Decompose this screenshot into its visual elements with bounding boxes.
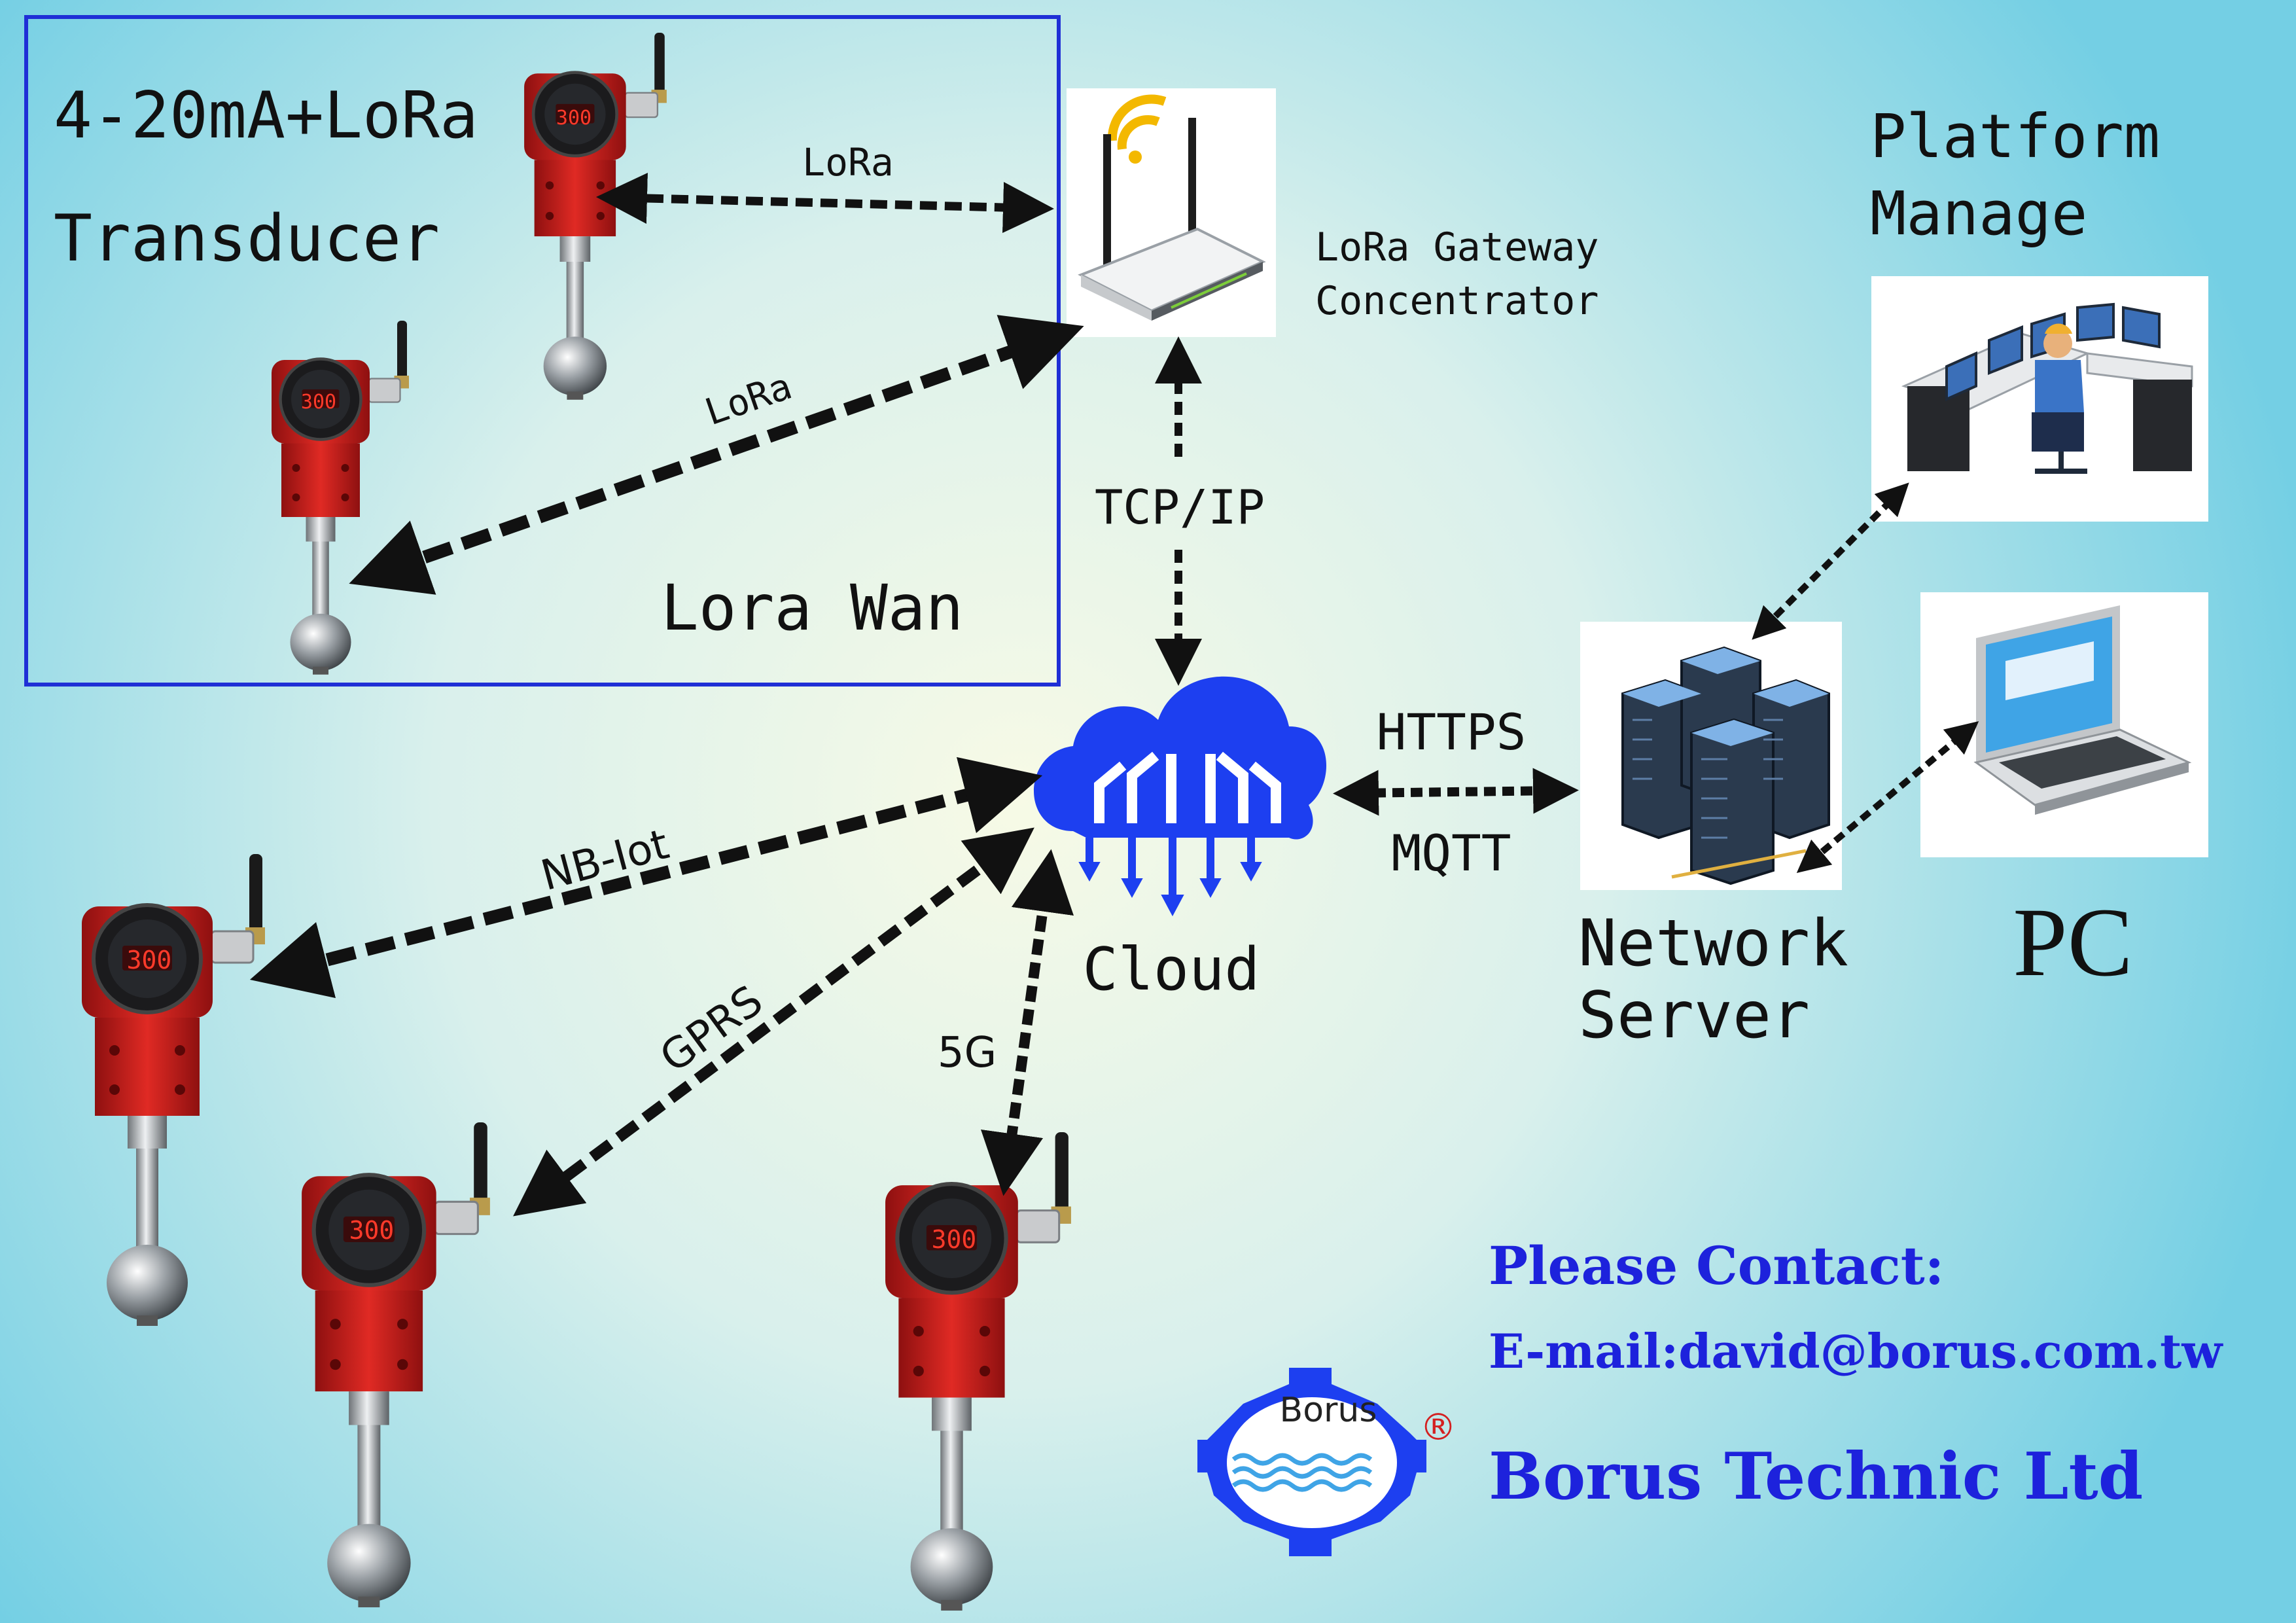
link-label-https: HTTPS	[1377, 703, 1527, 761]
arrow-pc-server	[1796, 721, 1979, 874]
link-label-mqtt: MQTT	[1391, 824, 1511, 882]
platform-manage-image	[1871, 276, 2208, 522]
transducer-display: 300	[301, 391, 336, 414]
transducer-lora-1: 300	[524, 33, 667, 400]
arrow-https-mqtt	[1333, 768, 1579, 816]
server-label-line1: Network	[1578, 906, 1848, 981]
lorawan-title-line1: 4-20mA+LoRa	[54, 79, 478, 153]
transducer-gprs: 300	[302, 1122, 490, 1607]
lora-gateway-image	[1067, 88, 1276, 337]
link-label-tcpip: TCP/IP	[1095, 480, 1265, 535]
link-label-5g: 5G	[938, 1029, 997, 1077]
server-label-line2: Server	[1578, 978, 1810, 1053]
platform-label-line1: Platform	[1870, 101, 2160, 171]
transducer-lora-2: 300	[272, 321, 409, 675]
pc-laptop-image	[1920, 592, 2208, 857]
network-server-image	[1580, 622, 1842, 890]
link-label-lora-top: LoRa	[802, 140, 894, 185]
arrow-5g	[981, 849, 1074, 1196]
arrow-platform-server	[1752, 482, 1909, 640]
contact-email: E-mail:david@borus.com.tw	[1489, 1323, 2223, 1379]
transducer-display: 300	[556, 107, 592, 130]
transducer-display: 300	[127, 946, 172, 974]
transducer-nbiot: 300	[82, 854, 265, 1326]
cloud-icon	[1034, 676, 1327, 917]
gateway-label-line1: LoRa Gateway	[1315, 224, 1598, 270]
platform-label-line2: Manage	[1870, 179, 2087, 249]
lorawan-title-line2: Transducer	[54, 202, 440, 276]
borus-logo: Borus ®	[1197, 1368, 1457, 1556]
pc-label: PC	[2013, 888, 2132, 997]
cloud-label: Cloud	[1083, 935, 1260, 1004]
transducer-display: 300	[349, 1216, 395, 1245]
arrow-lora-top	[596, 173, 1054, 233]
transducer-5g: 300	[885, 1132, 1071, 1611]
logo-text: Borus	[1280, 1391, 1377, 1430]
lorawan-footer-label: Lora Wan	[661, 571, 963, 645]
registered-mark: ®	[1420, 1406, 1457, 1449]
arrow-lora-diagonal	[349, 315, 1084, 595]
transducer-display: 300	[932, 1225, 977, 1254]
company-name: Borus Technic Ltd	[1489, 1439, 2143, 1514]
contact-heading: Please Contact:	[1489, 1235, 1944, 1296]
gateway-label-line2: Concentrator	[1315, 278, 1598, 324]
